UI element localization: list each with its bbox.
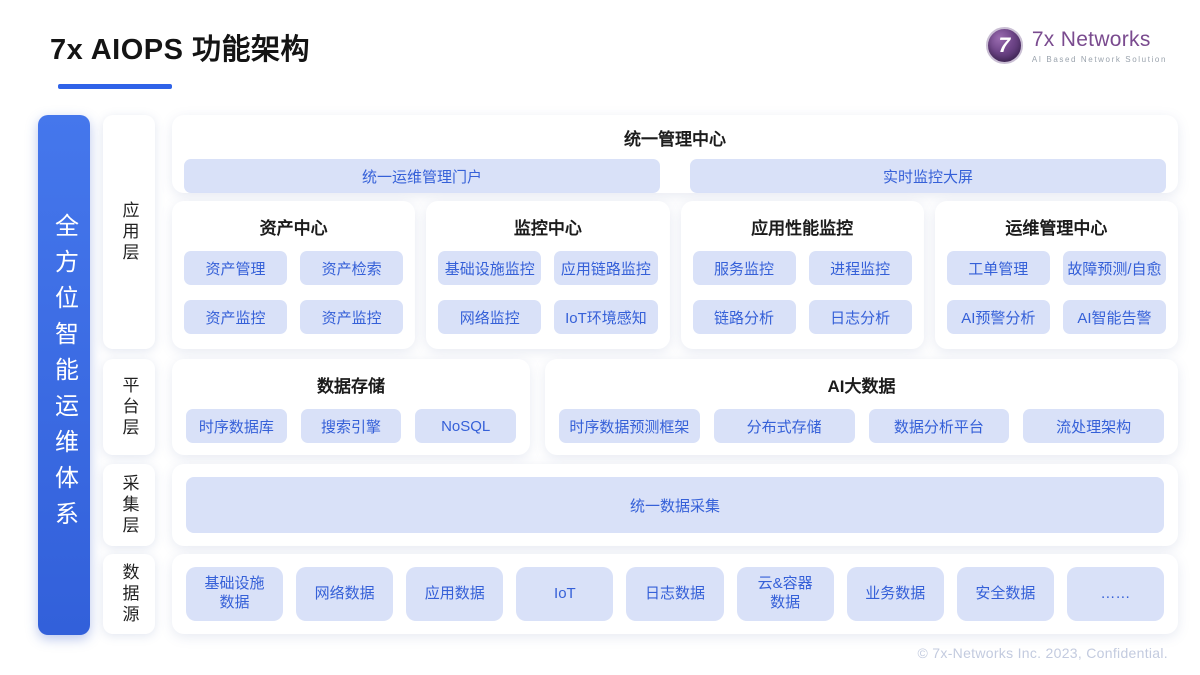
brand-name: 7x Networks bbox=[1031, 27, 1151, 51]
chip-grid: 服务监控 进程监控 链路分析 日志分析 bbox=[692, 251, 912, 334]
layer-label-text: 采集层 bbox=[119, 473, 139, 537]
chip-grid: 资产管理 资产检索 资产监控 资产监控 bbox=[184, 251, 404, 334]
layer-label-platform: 平台层 bbox=[103, 359, 155, 455]
panel-ops-management-center: 运维管理中心 工单管理 故障预测/自愈 AI预警分析 AI智能告警 bbox=[934, 201, 1178, 349]
node-security-data: 安全数据 bbox=[956, 567, 1054, 621]
node-asset-monitoring: 资产监控 bbox=[184, 300, 288, 334]
node-asset-monitoring-2: 资产监控 bbox=[300, 300, 404, 334]
layer-label-application: 应用层 bbox=[103, 115, 155, 349]
chip-row: 统一运维管理门户 实时监控大屏 bbox=[184, 159, 1166, 193]
node-log-data: 日志数据 bbox=[626, 567, 724, 621]
chip-row: 时序数据预测框架 分布式存储 数据分析平台 流处理架构 bbox=[559, 409, 1164, 443]
panel-asset-center: 资产中心 资产管理 资产检索 资产监控 资产监控 bbox=[172, 201, 416, 349]
system-banner-label: 全方位智能运维体系 bbox=[50, 213, 78, 537]
node-network-data: 网络数据 bbox=[296, 567, 394, 621]
diagram-main: 统一管理中心 统一运维管理门户 实时监控大屏 资产中心 资产管理 资产检索 资产… bbox=[172, 115, 1178, 635]
node-fault-prediction: 故障预测/自愈 bbox=[1062, 251, 1166, 285]
node-network-monitoring: 网络监控 bbox=[438, 300, 542, 334]
copyright-notice: © 7x-Networks Inc. 2023, Confidential. bbox=[917, 645, 1168, 661]
layer-label-text: 平台层 bbox=[119, 375, 139, 439]
centers-row: 资产中心 资产管理 资产检索 资产监控 资产监控 监控中心 基础设施监控 应用链… bbox=[172, 201, 1178, 349]
node-infrastructure-monitoring: 基础设施监控 bbox=[438, 251, 542, 285]
panel-title: 资产中心 bbox=[259, 219, 328, 238]
chip-grid: 工单管理 故障预测/自愈 AI预警分析 AI智能告警 bbox=[946, 251, 1166, 334]
panel-data-collection: 统一数据采集 bbox=[172, 464, 1178, 546]
system-banner: 全方位智能运维体系 bbox=[38, 115, 90, 635]
brand-globe-icon: 7 bbox=[985, 27, 1023, 64]
node-realtime-dashboard: 实时监控大屏 bbox=[690, 159, 1166, 193]
node-process-monitoring: 进程监控 bbox=[808, 251, 912, 285]
node-asset-search: 资产检索 bbox=[300, 251, 404, 285]
layer-label-column: 应用层 平台层 采集层 数据源 bbox=[103, 115, 155, 635]
panel-monitoring-center: 监控中心 基础设施监控 应用链路监控 网络监控 IoT环境感知 bbox=[426, 201, 670, 349]
node-search-engine: 搜索引擎 bbox=[300, 409, 402, 443]
node-ai-warning-analysis: AI预警分析 bbox=[946, 300, 1050, 334]
panel-title: 监控中心 bbox=[513, 219, 582, 238]
panel-title: 统一管理中心 bbox=[624, 130, 726, 149]
chip-row: 时序数据库 搜索引擎 NoSQL bbox=[186, 409, 517, 443]
node-distributed-storage: 分布式存储 bbox=[713, 409, 855, 443]
node-service-monitoring: 服务监控 bbox=[692, 251, 796, 285]
node-application-data: 应用数据 bbox=[406, 567, 504, 621]
panel-ai-bigdata: AI大数据 时序数据预测框架 分布式存储 数据分析平台 流处理架构 bbox=[545, 359, 1178, 455]
panel-title: 运维管理中心 bbox=[1005, 219, 1108, 238]
chip-grid: 基础设施监控 应用链路监控 网络监控 IoT环境感知 bbox=[438, 251, 658, 334]
node-iot-environment: IoT环境感知 bbox=[554, 300, 658, 334]
node-data-analysis-platform: 数据分析平台 bbox=[868, 409, 1010, 443]
node-log-analysis: 日志分析 bbox=[808, 300, 912, 334]
node-ai-alerting: AI智能告警 bbox=[1062, 300, 1166, 334]
node-infrastructure-data: 基础设施 数据 bbox=[186, 567, 284, 621]
node-nosql: NoSQL bbox=[415, 409, 517, 443]
panel-data-sources: 基础设施 数据 网络数据 应用数据 IoT 日志数据 云&容器 数据 业务数据 … bbox=[172, 554, 1178, 634]
layer-label-text: 数据源 bbox=[119, 562, 139, 626]
panel-title: AI大数据 bbox=[827, 377, 896, 396]
logo-text: 7x Networks AI Based Network Solution bbox=[1032, 28, 1167, 64]
node-timeseries-db: 时序数据库 bbox=[186, 409, 287, 443]
panel-unified-management: 统一管理中心 统一运维管理门户 实时监控大屏 bbox=[172, 115, 1178, 193]
page-title: 7x AIOPS 功能架构 bbox=[50, 34, 311, 66]
layer-label-collection: 采集层 bbox=[103, 464, 155, 546]
panel-data-storage: 数据存储 时序数据库 搜索引擎 NoSQL bbox=[172, 359, 530, 455]
node-ticket-management: 工单管理 bbox=[946, 251, 1050, 285]
panel-title: 应用性能监控 bbox=[751, 219, 854, 238]
layer-label-text: 应用层 bbox=[119, 200, 139, 264]
company-logo: 7 7x Networks AI Based Network Solution bbox=[985, 27, 1167, 64]
node-more-sources: …… bbox=[1066, 567, 1164, 621]
node-cloud-container-data: 云&容器 数据 bbox=[736, 567, 834, 621]
node-app-link-monitoring: 应用链路监控 bbox=[554, 251, 658, 285]
layer-label-datasource: 数据源 bbox=[103, 554, 155, 634]
panel-apm: 应用性能监控 服务监控 进程监控 链路分析 日志分析 bbox=[680, 201, 924, 349]
node-asset-management: 资产管理 bbox=[184, 251, 288, 285]
platform-row: 数据存储 时序数据库 搜索引擎 NoSQL AI大数据 时序数据预测框架 分布式… bbox=[172, 359, 1178, 455]
architecture-diagram: 全方位智能运维体系 应用层 平台层 采集层 数据源 统一管理中心 统一运维管理门… bbox=[38, 115, 1178, 635]
node-iot-data: IoT bbox=[516, 567, 614, 621]
brand-tagline: AI Based Network Solution bbox=[1031, 54, 1167, 64]
node-unified-data-collection: 统一数据采集 bbox=[186, 477, 1164, 533]
node-business-data: 业务数据 bbox=[846, 567, 944, 621]
node-ts-prediction-framework: 时序数据预测框架 bbox=[559, 409, 700, 443]
node-ops-portal: 统一运维管理门户 bbox=[184, 159, 660, 193]
node-link-analysis: 链路分析 bbox=[692, 300, 796, 334]
title-accent-underline bbox=[58, 84, 172, 89]
panel-title: 数据存储 bbox=[317, 377, 385, 396]
node-stream-processing: 流处理架构 bbox=[1023, 409, 1164, 443]
